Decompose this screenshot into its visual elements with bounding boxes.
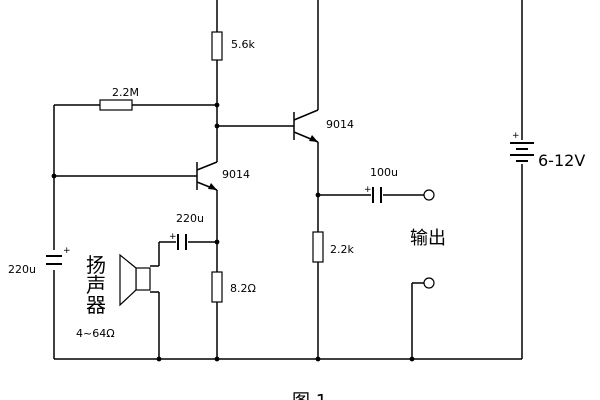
label-speaker-impedance: 4~64Ω	[76, 327, 115, 340]
label-resistor-8r2: 8.2Ω	[230, 282, 256, 295]
resistor-2m2	[99, 99, 133, 111]
wires	[53, 0, 523, 360]
junction-dots	[51, 102, 415, 362]
label-transistor-q1: 9014	[222, 168, 250, 181]
label-speaker-char-2: 声	[86, 273, 106, 297]
figure-caption: 图 1	[292, 391, 327, 400]
capacitor-220u-speaker-symbol	[177, 234, 187, 250]
label-transistor-q2: 9014	[326, 118, 354, 131]
label-output: 输出	[410, 228, 446, 249]
plus-sign-battery: +	[512, 131, 520, 141]
battery-symbol	[510, 142, 534, 162]
label-capacitor-220u-speaker: 220u	[176, 212, 204, 225]
capacitor-100u-symbol	[372, 187, 382, 203]
output-terminal-bottom	[423, 277, 435, 289]
label-resistor-2k2: 2.2k	[330, 243, 354, 256]
label-resistor-5k6: 5.6k	[231, 38, 255, 51]
label-speaker-char-1: 扬	[86, 253, 106, 277]
transistor-q2-symbol	[293, 109, 319, 143]
plus-sign-capacitor-220u: +	[169, 232, 177, 242]
plus-sign-capacitor-100u: +	[364, 185, 372, 195]
label-capacitor-220u-left: 220u	[8, 263, 36, 276]
label-capacitor-100u: 100u	[370, 166, 398, 179]
resistor-5k6	[211, 31, 223, 61]
label-speaker-char-3: 器	[86, 293, 106, 317]
resistor-2k2	[312, 231, 324, 263]
resistor-8r2	[211, 271, 223, 303]
label-battery-voltage: 6-12V	[538, 151, 585, 170]
plus-sign-capacitor-left: +	[63, 246, 71, 256]
capacitor-220u-left-symbol	[46, 255, 62, 265]
output-terminal-top	[423, 189, 435, 201]
transistor-q1-symbol	[196, 161, 218, 191]
speaker-symbol	[119, 253, 151, 307]
label-resistor-2m2: 2.2M	[112, 86, 139, 99]
